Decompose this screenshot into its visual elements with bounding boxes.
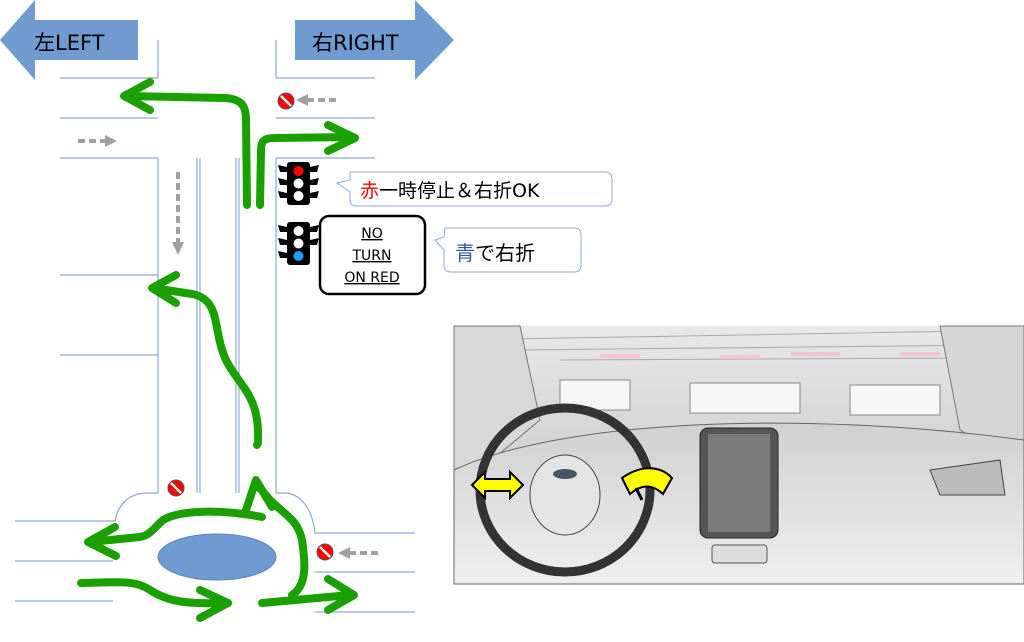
left-direction-arrow: 左LEFT	[0, 0, 138, 80]
traffic-light-green-icon	[278, 222, 319, 265]
no-entry-icon	[277, 92, 295, 110]
roundabout-island	[157, 533, 277, 581]
right-direction-arrow: 右RIGHT	[295, 0, 454, 80]
svg-text:青で右折: 青で右折	[455, 241, 535, 265]
steering-adjust-arrow-icon	[470, 469, 525, 501]
svg-text:赤一時停止＆右折OK: 赤一時停止＆右折OK	[360, 180, 540, 202]
svg-text:TURN: TURN	[352, 248, 392, 264]
no-entry-icon	[316, 543, 334, 561]
right-label: 右RIGHT	[312, 31, 399, 55]
no-turn-on-red-sign: NO TURN ON RED	[318, 214, 427, 296]
green-route-arrows	[77, 78, 359, 622]
svg-text:ON RED: ON RED	[344, 270, 399, 286]
callout-green-light: 青で右折	[434, 227, 582, 273]
gray-dashed-arrows	[78, 94, 378, 559]
svg-text:NO: NO	[361, 226, 383, 242]
no-entry-icon	[167, 479, 185, 497]
traffic-light-red-icon	[278, 162, 319, 205]
car-dashboard-photo	[453, 325, 1024, 585]
turn-signal-arrow-icon	[620, 467, 674, 501]
callout-red-light: 赤一時停止＆右折OK	[335, 171, 613, 207]
left-label: 左LEFT	[34, 31, 105, 55]
